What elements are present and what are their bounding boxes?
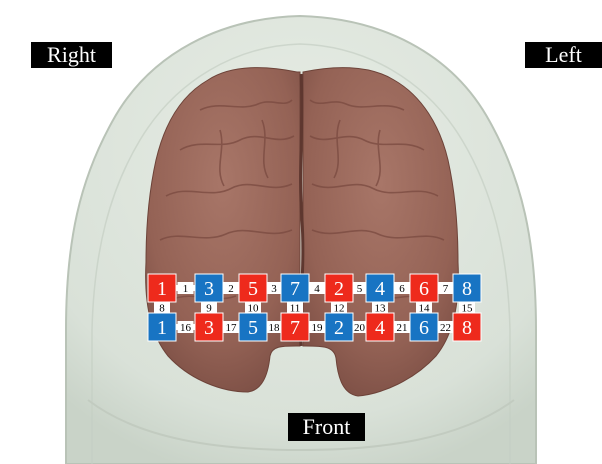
channel-label-top: 7	[443, 283, 449, 295]
optode-number: 3	[204, 317, 214, 339]
detector-optode-bottom: 2	[325, 313, 353, 341]
source-optode-top: 1	[148, 274, 176, 302]
orientation-label-front: Front	[288, 413, 365, 441]
optode-number: 8	[462, 317, 472, 339]
source-optode-bottom: 3	[195, 313, 223, 341]
detector-optode-bottom: 6	[410, 313, 438, 341]
optode-number: 4	[375, 317, 385, 339]
channel-label-top: 1	[183, 283, 189, 295]
detector-optode-bottom: 1	[148, 313, 176, 341]
channel-label-bottom: 20	[354, 322, 366, 334]
optode-number: 7	[290, 317, 300, 339]
optode-number: 8	[462, 278, 472, 300]
channel-label-bottom: 16	[180, 322, 192, 334]
optode-number: 2	[334, 278, 344, 300]
orientation-label-right: Right	[31, 42, 112, 68]
source-optode-top: 5	[239, 274, 267, 302]
channel-label-bottom: 22	[440, 322, 451, 334]
channel-label-top: 6	[399, 283, 405, 295]
channel-label-top: 3	[271, 283, 277, 295]
channel-label-top: 2	[228, 283, 234, 295]
optode-number: 5	[248, 317, 258, 339]
optode-number: 2	[334, 317, 344, 339]
detector-optode-bottom: 5	[239, 313, 267, 341]
source-optode-bottom: 7	[281, 313, 309, 341]
source-optode-bottom: 4	[366, 313, 394, 341]
source-optode-top: 2	[325, 274, 353, 302]
detector-optode-top: 7	[281, 274, 309, 302]
channel-label-bottom: 18	[269, 322, 281, 334]
channel-label-top: 5	[357, 283, 363, 295]
detector-optode-top: 3	[195, 274, 223, 302]
optode-number: 1	[157, 278, 167, 300]
optode-number: 1	[157, 317, 167, 339]
channel-label-bottom: 17	[226, 322, 238, 334]
source-optode-bottom: 8	[453, 313, 481, 341]
detector-optode-top: 4	[366, 274, 394, 302]
optode-number: 4	[375, 278, 385, 300]
optode-number: 3	[204, 278, 214, 300]
channel-label-top: 4	[314, 283, 320, 295]
optode-number: 6	[419, 317, 429, 339]
detector-optode-top: 8	[453, 274, 481, 302]
orientation-label-left: Left	[525, 42, 602, 68]
channel-label-bottom: 21	[397, 322, 408, 334]
optode-number: 6	[419, 278, 429, 300]
channel-label-bottom: 19	[312, 322, 324, 334]
source-optode-top: 6	[410, 274, 438, 302]
optode-number: 5	[248, 278, 258, 300]
optode-number: 7	[290, 278, 300, 300]
